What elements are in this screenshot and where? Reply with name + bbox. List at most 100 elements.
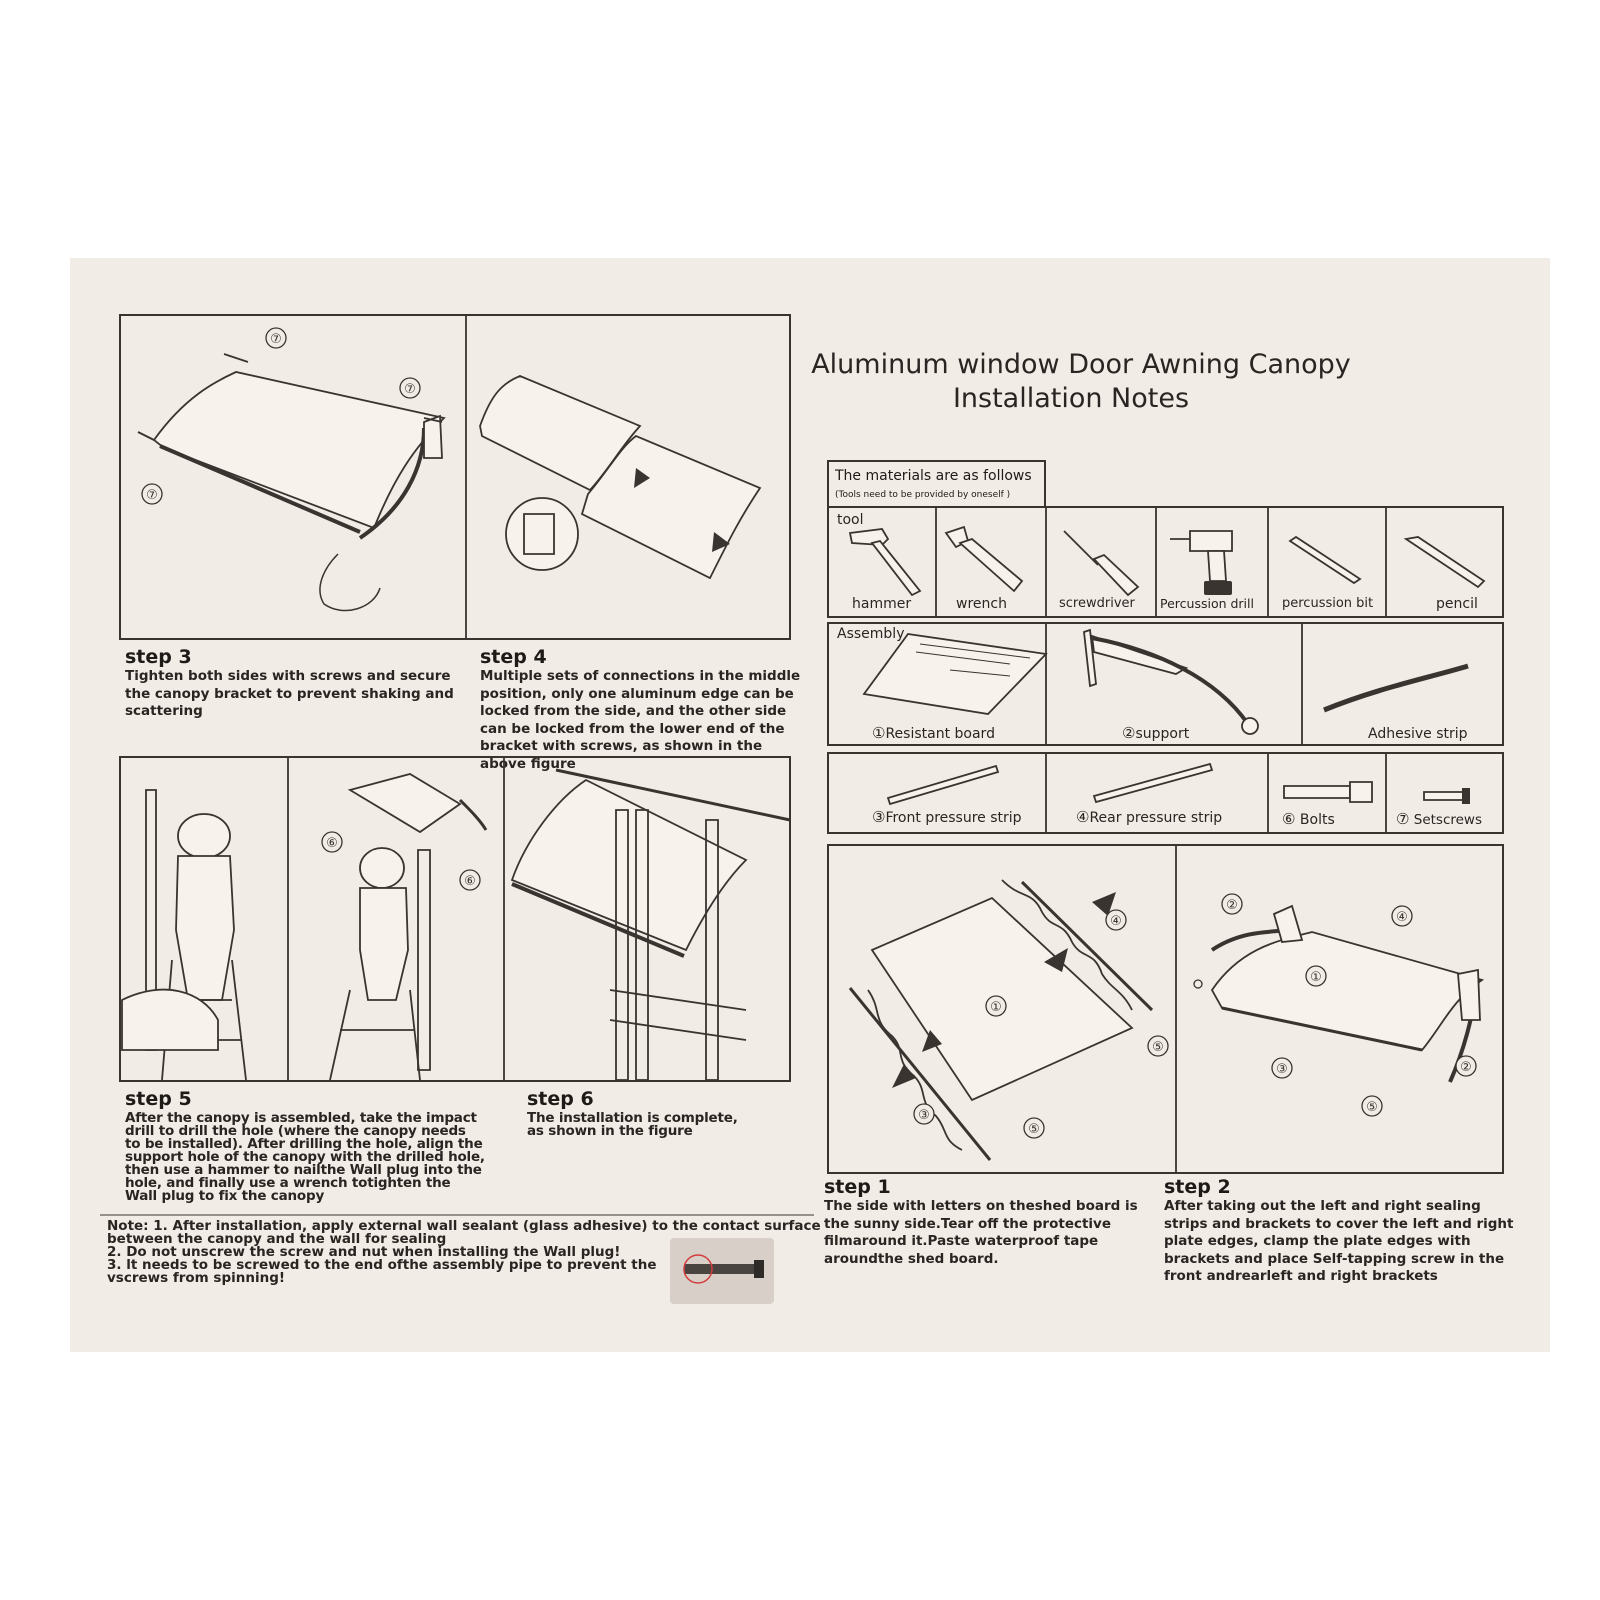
part-num-7: ⑦ xyxy=(1396,810,1410,828)
tool-name-screwdriver: screwdriver xyxy=(1059,596,1135,611)
step1-step2-diagram-box xyxy=(827,844,1504,1174)
wall-plug-photo xyxy=(670,1238,774,1304)
step3-step4-diagram-box xyxy=(119,314,791,640)
part-resistant-board: ①Resistant board xyxy=(872,724,995,742)
step5-illustration-b: ⑥ ⑥ xyxy=(290,760,504,1080)
step5-illustration-a xyxy=(122,760,286,1080)
hammer-icon xyxy=(842,525,932,605)
part-num-3: ③ xyxy=(872,808,886,826)
front-pressure-strip-icon xyxy=(884,762,1044,812)
step2-heading: step 2 xyxy=(1164,1176,1231,1198)
step2-callout-3: ③ xyxy=(1276,1062,1288,1077)
part-num-1: ① xyxy=(872,724,886,742)
percussion-drill-icon xyxy=(1166,525,1256,595)
step1-callout-4: ④ xyxy=(1110,914,1122,929)
step6-text: The installation is complete, as shown i… xyxy=(527,1110,738,1139)
part-name-6: Bolts xyxy=(1299,812,1335,828)
step4-illustration xyxy=(470,318,790,638)
part-bolts: ⑥ Bolts xyxy=(1282,810,1335,828)
part-name-3: Front pressure strip xyxy=(885,810,1022,826)
part-support: ②support xyxy=(1122,724,1189,742)
step2-callout-2b: ② xyxy=(1460,1060,1472,1075)
tool-name-hammer: hammer xyxy=(852,596,912,612)
part-num-6: ⑥ xyxy=(1282,810,1296,828)
step3-text: Tighten both sides with screws and secur… xyxy=(125,668,454,719)
page-title: Aluminum window Door Awning Canopy Insta… xyxy=(811,348,1351,416)
part-setscrews: ⑦ Setscrews xyxy=(1396,810,1482,828)
step2-callout-2a: ② xyxy=(1226,898,1238,913)
step1-callout-1: ① xyxy=(990,1000,1002,1015)
part-name-4: Rear pressure strip xyxy=(1089,810,1223,826)
step1-callout-5b: ⑤ xyxy=(1028,1122,1040,1137)
step2-callout-4: ④ xyxy=(1396,910,1408,925)
assembly-row-2 xyxy=(827,752,1504,834)
materials-subheading: (Tools need to be provided by oneself ) xyxy=(835,490,1011,500)
title-line-2: Installation Notes xyxy=(952,383,1190,414)
step1-callout-3: ③ xyxy=(918,1108,930,1123)
installation-note: Note: 1. After installation, apply exter… xyxy=(107,1218,827,1286)
step3-callout-7b: ⑦ xyxy=(404,382,416,397)
step1-text: The side with letters on theshed board i… xyxy=(824,1198,1138,1267)
step1-callout-5a: ⑤ xyxy=(1152,1040,1164,1055)
title-line-1: Aluminum window Door Awning Canopy xyxy=(811,349,1351,380)
tool-name-percussion-bit: percussion bit xyxy=(1282,596,1374,611)
pencil-icon xyxy=(1398,525,1498,605)
tools-row xyxy=(827,506,1504,618)
tool-name-pencil: pencil xyxy=(1436,596,1478,612)
part-name-1: Resistant board xyxy=(885,726,995,742)
step1-illustration: ① ④ ⑤ ③ ⑤ xyxy=(832,850,1172,1170)
step3-heading: step 3 xyxy=(125,646,192,668)
note-line-1: Note: 1. After installation, apply exter… xyxy=(107,1218,821,1234)
tool-label: tool xyxy=(837,512,864,528)
resistant-board-icon xyxy=(860,630,1060,720)
bolt-icon xyxy=(1280,780,1390,810)
materials-heading-box: The materials are as follows (Tools need… xyxy=(827,460,1046,508)
note-line-2: between the canopy and the wall for seal… xyxy=(107,1231,447,1247)
step3-callout-7a: ⑦ xyxy=(270,332,282,347)
adhesive-strip-icon xyxy=(1318,648,1488,728)
assembly-row-1 xyxy=(827,622,1504,746)
rear-pressure-strip-icon xyxy=(1090,760,1250,810)
step2-callout-1: ① xyxy=(1310,970,1322,985)
note-line-5: vscrews from spinning! xyxy=(107,1270,286,1286)
step2-callout-5: ⑤ xyxy=(1366,1100,1378,1115)
assembly-label: Assembly xyxy=(837,626,905,642)
step5-callout-6a: ⑥ xyxy=(326,836,338,851)
step6-heading: step 6 xyxy=(527,1088,594,1110)
setscrew-icon xyxy=(1418,788,1470,804)
step5-heading: step 5 xyxy=(125,1088,192,1110)
tool-name-wrench: wrench xyxy=(956,596,1007,612)
step5-callout-6b: ⑥ xyxy=(464,874,476,889)
step2-text: After taking out the left and right seal… xyxy=(1164,1198,1514,1284)
tool-name-percussion-drill: Percussion drill xyxy=(1160,596,1254,611)
step5-step6-diagram-box xyxy=(119,756,791,1082)
note-line-3: 2. Do not unscrew the screw and nut when… xyxy=(107,1244,621,1260)
wall-plug-image xyxy=(670,1238,764,1304)
wrench-icon xyxy=(942,525,1032,605)
part-name-7: Setscrews xyxy=(1413,812,1483,828)
part-name-2: support xyxy=(1135,726,1190,742)
step4-heading: step 4 xyxy=(480,646,547,668)
part-adhesive-strip: Adhesive strip xyxy=(1368,726,1468,742)
part-num-4: ④ xyxy=(1076,808,1090,826)
materials-heading: The materials are as follows xyxy=(835,468,1032,484)
step3-callout-7c: ⑦ xyxy=(146,488,158,503)
step3-illustration: ⑦ ⑦ ⑦ xyxy=(124,318,464,638)
support-bracket-icon xyxy=(1076,628,1276,738)
screwdriver-icon xyxy=(1056,525,1146,605)
step1-heading: step 1 xyxy=(824,1176,891,1198)
step6-illustration xyxy=(506,760,790,1080)
part-rear-pressure-strip: ④Rear pressure strip xyxy=(1076,808,1222,826)
part-front-pressure-strip: ③Front pressure strip xyxy=(872,808,1022,826)
part-num-2: ② xyxy=(1122,724,1136,742)
step5-text: After the canopy is assembled, take the … xyxy=(125,1110,485,1204)
note-line-4: 3. lt needs to be screwed to the end oft… xyxy=(107,1257,657,1273)
step2-illustration: ① ② ④ ③ ⑤ ② xyxy=(1182,850,1502,1170)
percussion-bit-icon xyxy=(1280,525,1380,605)
